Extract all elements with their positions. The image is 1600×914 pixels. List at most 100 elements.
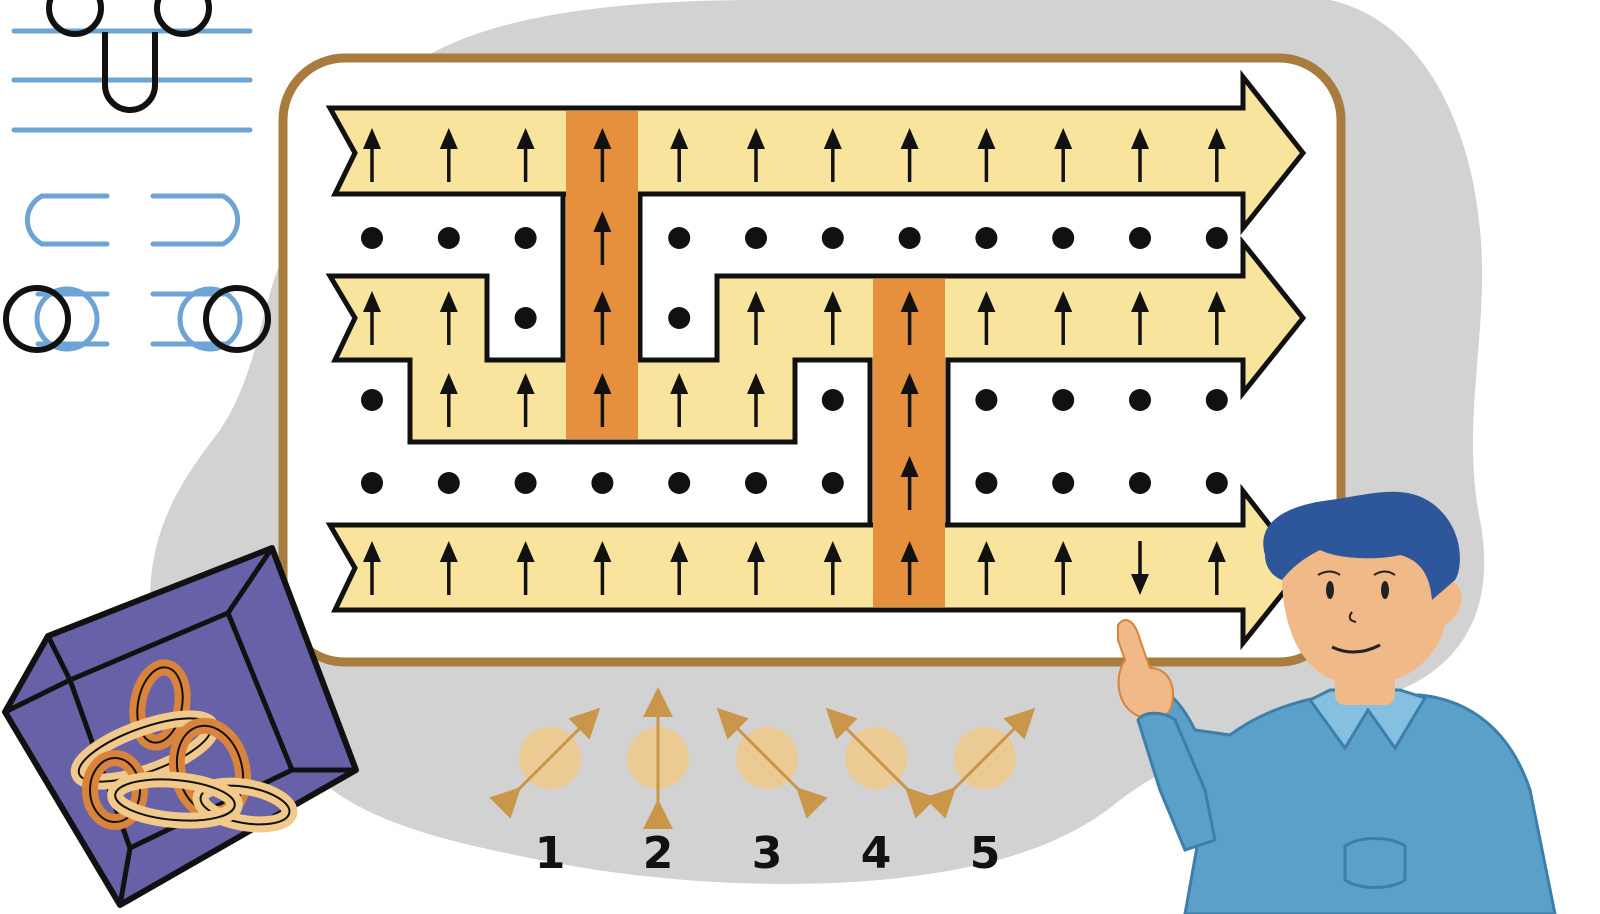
arrow-up-icon	[900, 128, 919, 182]
lattice-dot	[975, 389, 998, 411]
arrow-up-icon	[977, 128, 996, 182]
lattice-dot	[1129, 227, 1151, 249]
arrow-up-icon	[593, 373, 612, 427]
arrow-up-icon	[747, 541, 765, 595]
lattice-dot	[821, 227, 844, 249]
teacher-eye-right	[1381, 581, 1389, 599]
arrow-up-icon	[363, 128, 381, 182]
teacher-brow-left	[1317, 570, 1341, 576]
arrow-up-icon	[670, 541, 689, 595]
number-label-3: 3	[752, 828, 783, 879]
arrow-up-icon	[593, 541, 612, 595]
arrow-up-icon	[516, 541, 535, 595]
lattice-dot	[668, 307, 691, 329]
number-label-5: 5	[970, 828, 1001, 879]
arrow-up-icon	[439, 128, 458, 182]
arrow-up-icon	[1054, 128, 1073, 182]
arrow-up-icon	[670, 373, 689, 427]
band-bottom	[325, 483, 1307, 651]
lattice-dot	[975, 227, 998, 249]
polarization-4	[825, 707, 937, 819]
lattice-dot	[1205, 389, 1228, 411]
teacher-hand	[1117, 619, 1175, 720]
cube-with-knot	[2, 545, 359, 908]
number-labels: 1 2 3 4 5	[535, 828, 1001, 879]
lattice-dot	[1052, 227, 1075, 249]
band-paths	[325, 69, 1307, 651]
arrow-up-icon	[439, 541, 458, 595]
polarization-3	[716, 707, 828, 819]
arrow-up-icon	[593, 291, 612, 345]
arrow-up-icon	[439, 291, 458, 345]
arrow-up-icon	[977, 541, 996, 595]
lattice-dot	[591, 472, 614, 494]
knot-icon	[70, 659, 298, 833]
lattice-dot	[975, 472, 998, 494]
lattice-dot	[668, 472, 691, 494]
arrow-up-icon	[363, 291, 381, 345]
arrow-up-icon	[1054, 541, 1073, 595]
lattice-dot	[1129, 389, 1151, 411]
polarization-1	[489, 707, 601, 819]
teacher-arm	[1136, 711, 1217, 852]
arrow-up-icon	[670, 128, 689, 182]
arrow-up-icon	[977, 291, 996, 345]
teacher-smile	[1331, 643, 1381, 654]
arrow-up-icon	[1131, 291, 1149, 345]
lattice-dot	[745, 227, 767, 249]
arrow-up-icon	[1131, 128, 1149, 182]
polarization-row	[489, 687, 1036, 829]
arrow-up-icon	[593, 128, 612, 182]
lattice-dot	[514, 307, 537, 329]
lattice-dot	[437, 472, 460, 494]
arrow-up-icon	[747, 128, 765, 182]
number-label-1: 1	[535, 828, 566, 879]
lattice-dot	[821, 472, 844, 494]
teacher-nose	[1348, 611, 1357, 623]
arrow-up-icon	[747, 373, 765, 427]
arrow-up-icon	[900, 291, 919, 345]
arrow-up-icon	[1207, 541, 1226, 595]
lattice-dot	[437, 227, 460, 249]
teacher-eye-left	[1326, 581, 1334, 599]
sketch-black-loops	[3, 0, 271, 353]
arrow-up-icon	[900, 456, 919, 510]
teacher-hand-right	[1343, 837, 1407, 889]
lattice-dot	[361, 227, 383, 249]
arrow-up-icon	[516, 373, 535, 427]
arrow-up-icon	[1207, 128, 1226, 182]
teacher-character	[1117, 491, 1557, 914]
arrow-up-icon	[363, 541, 381, 595]
arrow-up-icon	[823, 128, 842, 182]
lattice-dot	[821, 389, 844, 411]
lattice-dot	[1052, 472, 1075, 494]
lattice-dot	[1205, 472, 1228, 494]
arrow-up-icon	[823, 291, 842, 345]
arrow-up-icon	[1207, 291, 1226, 345]
arrow-up-icon	[900, 541, 919, 595]
number-label-2: 2	[643, 828, 674, 879]
polarization-5	[924, 707, 1036, 819]
arrow-down-icon	[1131, 541, 1149, 595]
arrow-up-icon	[593, 211, 612, 265]
lattice-dot	[668, 227, 691, 249]
arrow-up-icon	[516, 128, 535, 182]
lattice-dot	[898, 227, 921, 249]
teacher-ear	[1440, 579, 1462, 625]
number-label-4: 4	[861, 828, 892, 879]
polarization-2	[627, 687, 689, 829]
arrow-up-icon	[823, 541, 842, 595]
lattice-symbols	[361, 128, 1228, 595]
lattice-dot	[1205, 227, 1228, 249]
teacher-hair	[1263, 491, 1460, 600]
lattice-dot	[1129, 472, 1151, 494]
arrow-up-icon	[900, 373, 919, 427]
sketch-diagram	[11, 28, 253, 352]
arrow-up-icon	[439, 373, 458, 427]
lattice-dot	[361, 389, 383, 411]
arrow-up-icon	[1054, 291, 1073, 345]
lattice-dot	[745, 472, 767, 494]
arrow-up-icon	[747, 291, 765, 345]
teacher-brow-right	[1373, 570, 1396, 576]
